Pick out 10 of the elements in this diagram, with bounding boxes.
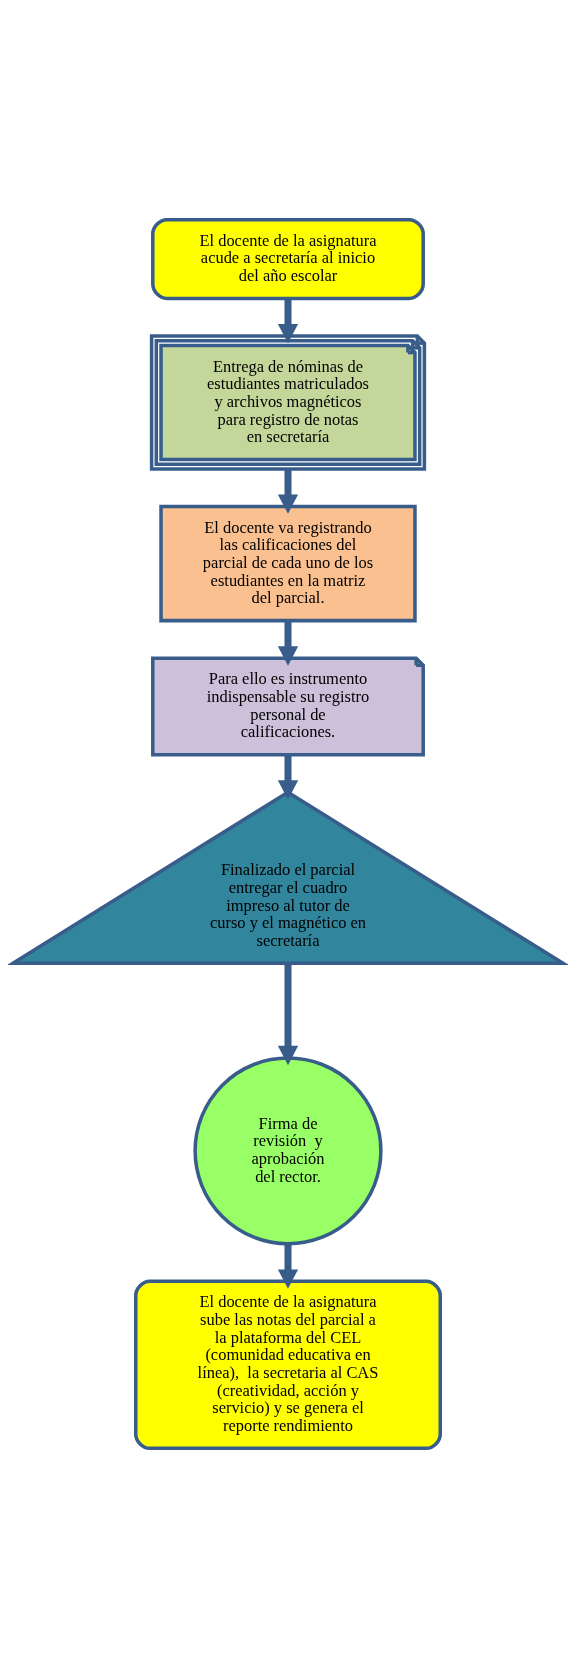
arrow <box>277 620 299 666</box>
node-box: El docente va registrando las calificaciones del parcial de cada uno de los estudiantes en la matriz del parcial. <box>159 504 417 622</box>
arrow <box>277 754 299 800</box>
node-circle: Firma de revisión y aprobación del rector. <box>193 1055 383 1245</box>
arrow <box>277 1243 299 1289</box>
arrow <box>277 962 299 1065</box>
arrow <box>277 468 299 514</box>
node-box: El docente de la asignatura acude a secretaría al inicio del año escolar <box>151 217 425 300</box>
arrow <box>277 298 299 343</box>
node-box: El docente de la asignatura sube las notas del parcial a la plataforma del CEL (comunidad educativa en línea), la secretaria al CAS (creatividad, acción y servicio) y se genera el reporte rendimiento <box>134 1279 442 1450</box>
